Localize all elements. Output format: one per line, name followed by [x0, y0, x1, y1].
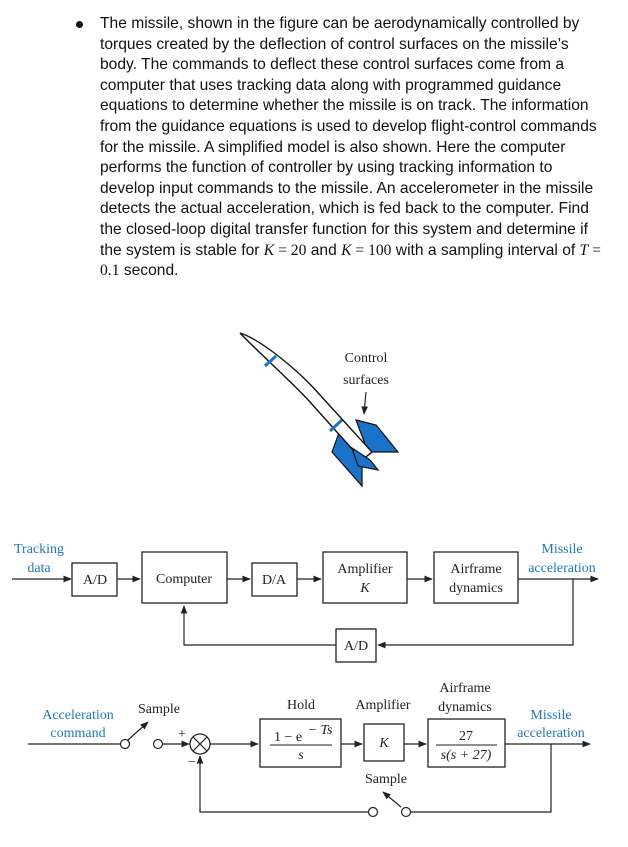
sampler-1-switch-icon	[127, 721, 149, 741]
missile-acceleration-label-1: Missile	[541, 542, 582, 557]
hold-denominator: s	[298, 748, 304, 763]
sample-label-2: Sample	[365, 772, 407, 787]
unit-text: second.	[119, 262, 179, 280]
acceleration-command-label-1: Acceleration	[42, 708, 114, 723]
airframe-block	[433, 551, 519, 604]
missile-acceleration-label-1: Missile	[530, 708, 571, 723]
tracking-data-label-2: data	[27, 561, 51, 576]
summing-junction-cross-b	[192, 736, 208, 752]
feedback-line-left	[196, 755, 369, 813]
block-diagram-2: Acceleration command Sample + − Hold 1 −…	[28, 681, 591, 818]
airframe-block-label-1: Airframe	[450, 562, 501, 577]
ad-block-label: A/D	[83, 573, 107, 588]
missile-band-rear	[328, 418, 344, 433]
t-value: 0.1	[100, 262, 120, 280]
problem-body: The missile, shown in the figure can be …	[100, 15, 597, 259]
airframe-label-2: dynamics	[438, 700, 492, 715]
equals-sign: =	[274, 241, 291, 259]
k-symbol-2: K	[341, 241, 352, 259]
feedback-line-left	[180, 605, 336, 646]
computer-block-label: Computer	[156, 572, 212, 587]
minus-sign: −	[188, 755, 196, 770]
sampler-2-terminal-a	[400, 806, 412, 818]
sampling-text: with a sampling interval of	[391, 241, 580, 259]
amplifier-gain: K	[378, 736, 389, 751]
feedback-line-right	[377, 579, 574, 649]
sampler-1-terminal-a	[119, 738, 131, 750]
bullet-point	[76, 21, 83, 28]
feedback-ad-label: A/D	[344, 639, 368, 654]
missile-acceleration-label-2: acceleration	[528, 561, 596, 576]
plus-sign: +	[178, 727, 186, 742]
plant-block	[427, 718, 506, 768]
feedback-line-right	[410, 744, 552, 813]
hold-block	[259, 718, 342, 768]
plant-numerator: 27	[459, 729, 473, 744]
plant-denominator: s(s + 27)	[441, 748, 492, 763]
equals-sign-3: =	[588, 241, 601, 259]
sampler-1-terminal-b	[152, 738, 164, 750]
and-text: and	[306, 241, 342, 259]
amplifier-block	[322, 551, 408, 604]
problem-statement: The missile, shown in the figure can be …	[74, 14, 604, 282]
control-surfaces-pointer	[361, 391, 369, 415]
sample-label-1: Sample	[138, 702, 180, 717]
airframe-label-1: Airframe	[439, 681, 490, 696]
da-block-label: D/A	[262, 573, 287, 588]
amplifier-block-gain: K	[359, 581, 370, 596]
missile-fin-right	[355, 419, 400, 453]
amplifier-block-label: Amplifier	[337, 562, 393, 577]
missile-illustration: Control surfaces	[239, 332, 400, 488]
airframe-block-label-2: dynamics	[449, 581, 503, 596]
amplifier-label: Amplifier	[355, 698, 411, 713]
missile-band-front	[263, 354, 278, 368]
missile-fin-center	[350, 446, 380, 471]
hold-numerator: 1 − e	[274, 730, 302, 745]
amplifier-block	[363, 723, 405, 762]
control-surfaces-label-1: Control	[345, 351, 388, 366]
block-diagram-1: Tracking data A/D Computer D/A Amplifier…	[12, 542, 599, 663]
missile-body	[239, 332, 374, 461]
hold-exponent: − Ts	[308, 723, 333, 738]
feedback-ad-block	[335, 628, 377, 663]
k-value-2: 100	[368, 241, 392, 259]
t-symbol: T	[579, 241, 589, 259]
k-symbol: K	[263, 241, 275, 259]
acceleration-command-label-2: command	[50, 726, 105, 741]
hold-label: Hold	[287, 698, 315, 713]
control-surfaces-label-2: surfaces	[343, 373, 389, 388]
sampler-2-switch-icon	[382, 791, 402, 808]
missile-acceleration-label-2: acceleration	[517, 726, 585, 741]
computer-block	[141, 551, 228, 604]
sampler-2-terminal-b	[367, 806, 379, 818]
tracking-data-label-1: Tracking	[14, 542, 64, 557]
equals-sign-2: =	[351, 241, 369, 259]
k-value-1: 20	[290, 241, 307, 259]
problem-paragraph: The missile, shown in the figure can be …	[100, 14, 604, 282]
